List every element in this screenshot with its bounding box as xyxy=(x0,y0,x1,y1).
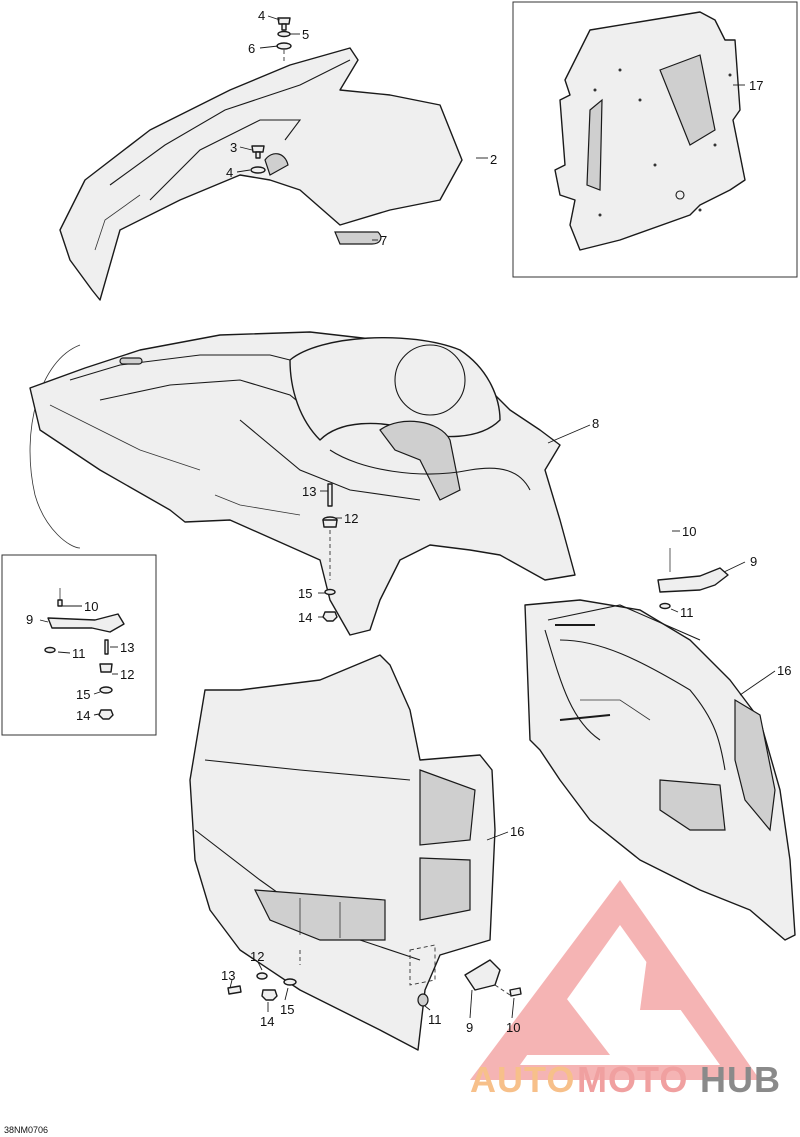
left-side-panel-16 xyxy=(189,654,496,1051)
callout-9-right: 9 xyxy=(750,554,757,569)
callout-5: 5 xyxy=(302,27,309,42)
callout-9-left: 9 xyxy=(466,1020,473,1035)
right-side-panel-16 xyxy=(524,599,796,941)
callout-12-left: 12 xyxy=(250,949,264,964)
callout-2: 2 xyxy=(490,152,497,167)
callout-10-inset: 10 xyxy=(84,599,98,614)
callout-11-right: 11 xyxy=(680,605,694,620)
callout-4-lower: 4 xyxy=(226,165,233,180)
callout-13-inset: 13 xyxy=(120,640,134,655)
callout-16-right: 16 xyxy=(777,663,791,678)
left-panel-fasteners xyxy=(227,959,522,1001)
callout-14-inset: 14 xyxy=(76,708,90,723)
bodywork-fasteners xyxy=(322,483,338,622)
callout-10-right: 10 xyxy=(682,524,696,539)
inset-frame-fasteners xyxy=(1,554,157,736)
drawing-code: 38NM0706 xyxy=(4,1125,48,1135)
callout-11-inset: 11 xyxy=(72,646,86,661)
callout-4-top: 4 xyxy=(258,8,265,23)
callout-16-left: 16 xyxy=(510,824,524,839)
inset-frame-backing-plate xyxy=(512,1,798,278)
callout-15-inset: 15 xyxy=(76,687,90,702)
callout-14-main: 14 xyxy=(298,610,312,625)
main-bodywork-8 xyxy=(29,331,576,636)
leader-lines xyxy=(39,15,776,1019)
watermark-wordmark: AUTO MOTO HUB xyxy=(470,1059,781,1100)
callout-12-main: 12 xyxy=(344,511,358,526)
callout-13-main: 13 xyxy=(302,484,316,499)
callout-10-left: 10 xyxy=(506,1020,520,1035)
callout-13-left: 13 xyxy=(221,968,235,983)
watermark-text-moto: MOTO xyxy=(577,1059,688,1100)
callout-15-main: 15 xyxy=(298,586,312,601)
callout-11-left: 11 xyxy=(428,1012,442,1027)
callout-15-left: 15 xyxy=(280,1002,294,1017)
watermark-text-auto: AUTO xyxy=(470,1059,575,1100)
hood-fasteners xyxy=(250,17,292,174)
callout-12-inset: 12 xyxy=(120,667,134,682)
watermark-text-hub: HUB xyxy=(700,1059,781,1100)
watermark-logo xyxy=(470,880,760,1080)
callout-14-left: 14 xyxy=(260,1014,274,1029)
right-panel-fasteners xyxy=(657,548,729,610)
hood-2 xyxy=(59,47,463,301)
callout-labels: 4 5 6 3 4 2 7 17 8 13 12 15 14 10 9 11 1… xyxy=(26,8,791,1035)
callout-6: 6 xyxy=(248,41,255,56)
callout-8: 8 xyxy=(592,416,599,431)
callout-3: 3 xyxy=(230,140,237,155)
callout-17: 17 xyxy=(749,78,763,93)
callout-7: 7 xyxy=(380,233,387,248)
callout-9-inset: 9 xyxy=(26,612,33,627)
backing-plate-17 xyxy=(554,11,746,251)
